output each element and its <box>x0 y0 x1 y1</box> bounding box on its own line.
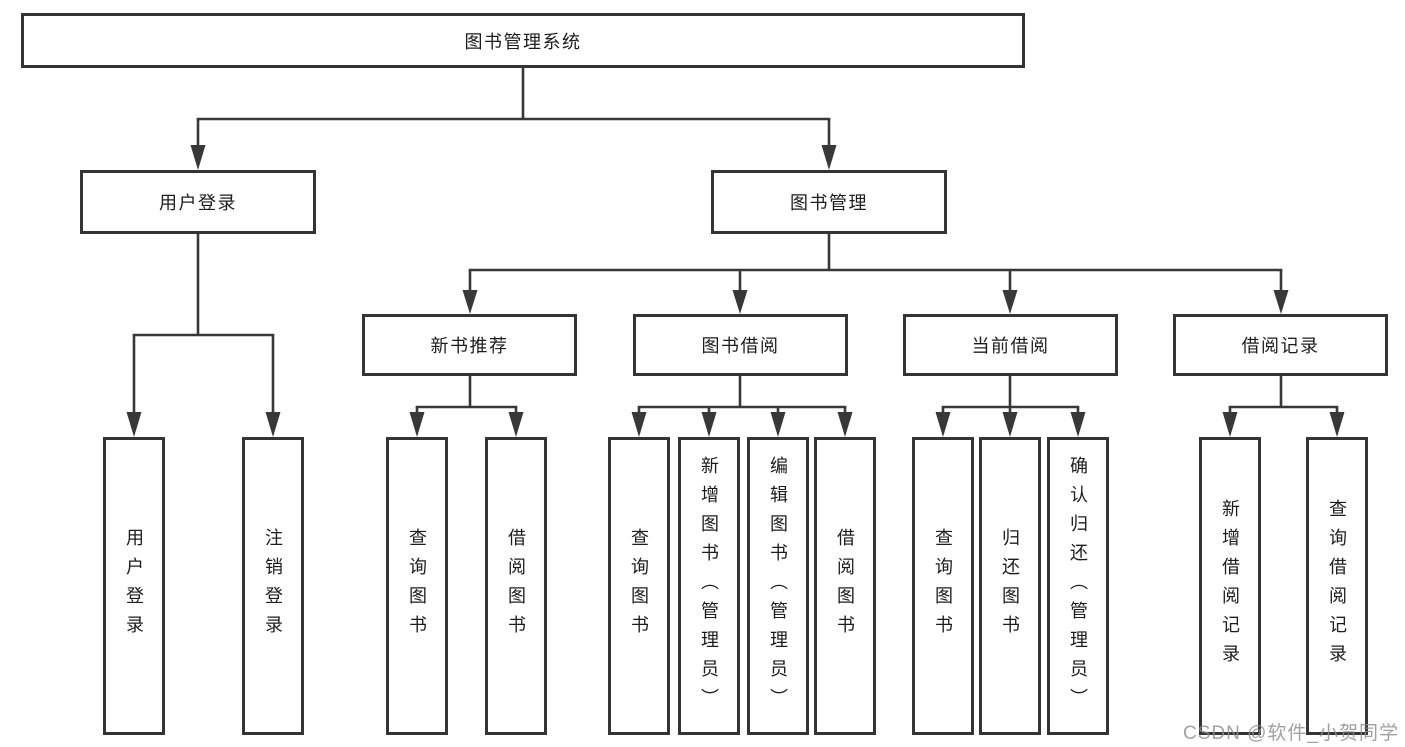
node-book-management: 图书管理 <box>711 170 947 234</box>
leaf-user-login: 用户登录 <box>103 437 165 735</box>
node-current-borrowing: 当前借阅 <box>903 314 1118 376</box>
leaf-connectors <box>409 376 1345 437</box>
user-login-connectors <box>126 234 281 437</box>
node-user-login: 用户登录 <box>80 170 316 234</box>
book-management-connectors <box>462 234 1289 314</box>
leaf-borrow-books-recommend: 借阅图书 <box>485 437 547 735</box>
leaf-query-books-current: 查询图书 <box>912 437 974 735</box>
node-borrowing-records: 借阅记录 <box>1173 314 1388 376</box>
leaf-return-books: 归还图书 <box>979 437 1041 735</box>
leaf-query-borrow-record: 查询借阅记录 <box>1306 437 1368 735</box>
leaf-confirm-return-admin: 确认归还（管理员） <box>1047 437 1109 735</box>
csdn-watermark: CSDN @软件_小贺同学 <box>1183 723 1399 744</box>
leaf-borrow-books-borrowing: 借阅图书 <box>814 437 876 735</box>
leaf-query-books-recommend: 查询图书 <box>386 437 448 735</box>
root-connectors <box>190 68 837 170</box>
node-new-book-recommend: 新书推荐 <box>362 314 577 376</box>
leaf-query-books-borrowing: 查询图书 <box>608 437 670 735</box>
node-book-borrowing: 图书借阅 <box>633 314 848 376</box>
leaf-add-book-admin: 新增图书（管理员） <box>678 437 740 735</box>
leaf-logout-login: 注销登录 <box>242 437 304 735</box>
leaf-add-borrow-record: 新增借阅记录 <box>1199 437 1261 735</box>
leaf-edit-book-admin: 编辑图书（管理员） <box>747 437 809 735</box>
node-library-system: 图书管理系统 <box>21 13 1025 68</box>
